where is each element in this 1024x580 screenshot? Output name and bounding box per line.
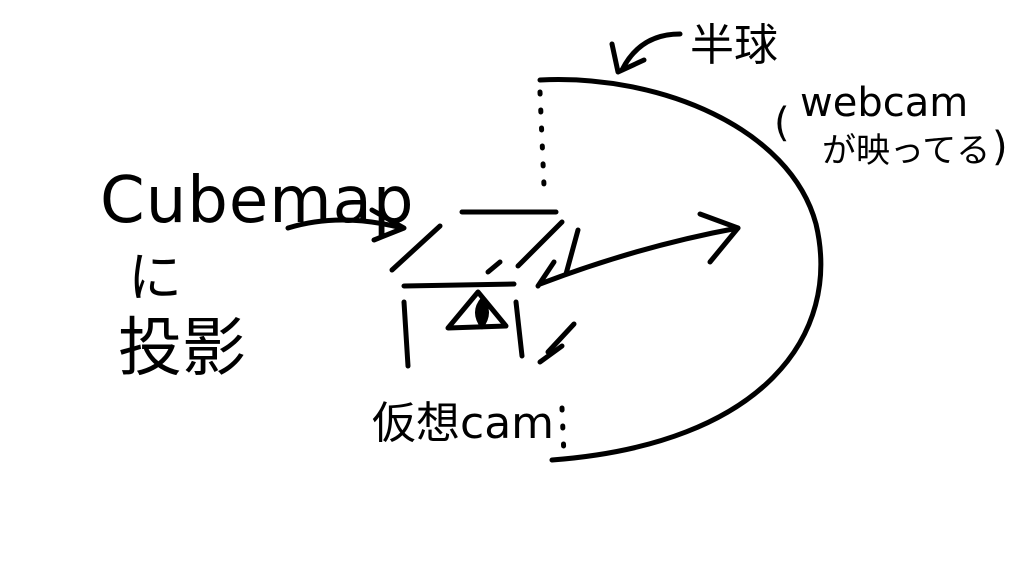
label-webcam: webcam [800, 80, 968, 126]
cube-edge-top-left [389, 223, 443, 273]
arrow-to-cube [285, 207, 407, 243]
wireframe-cube [389, 209, 581, 369]
pointer-shaft [619, 31, 683, 73]
label-ni: に [128, 246, 182, 309]
cube-edge-top-right [515, 219, 565, 269]
label-open-paren: ( [774, 100, 790, 146]
arrow-to-hemisphere-label [609, 31, 683, 75]
cube-edge-inner [485, 259, 503, 275]
label-cubemap: Cubemap [100, 164, 414, 238]
hemisphere-axis-top [537, 89, 547, 189]
label-hemisphere: 半球 [690, 20, 778, 71]
arrow-to-hemisphere-head [697, 211, 741, 265]
cube-edge-front-right [513, 299, 525, 359]
arrow-to-hemisphere-shaft [537, 225, 741, 287]
cube-edge-front-top [401, 281, 517, 289]
cube-edge-front-left [401, 299, 411, 369]
label-webcam-note: が映ってる [822, 131, 990, 171]
eye-icon-pupil [475, 296, 489, 330]
arrow-to-cube-head [369, 207, 407, 243]
hemisphere-curve [537, 77, 824, 463]
hemisphere-arc [537, 77, 824, 463]
label-close-paren: ) [992, 124, 1008, 170]
pointer-head [609, 41, 647, 75]
arrow-to-cube-shaft [285, 217, 405, 231]
eye-icon [445, 289, 509, 331]
cube-edge-bottom-right-short [537, 343, 565, 365]
label-virtual-cam: 仮想cam [372, 398, 554, 449]
cube-edge-bottom-right [545, 321, 577, 355]
eye-icon-triangle [445, 289, 509, 331]
cube-edge-back-right [563, 227, 581, 277]
hemisphere-axis-bottom [559, 405, 567, 459]
label-projection: 投影 [118, 312, 246, 386]
arrow-to-hemisphere [537, 211, 741, 287]
